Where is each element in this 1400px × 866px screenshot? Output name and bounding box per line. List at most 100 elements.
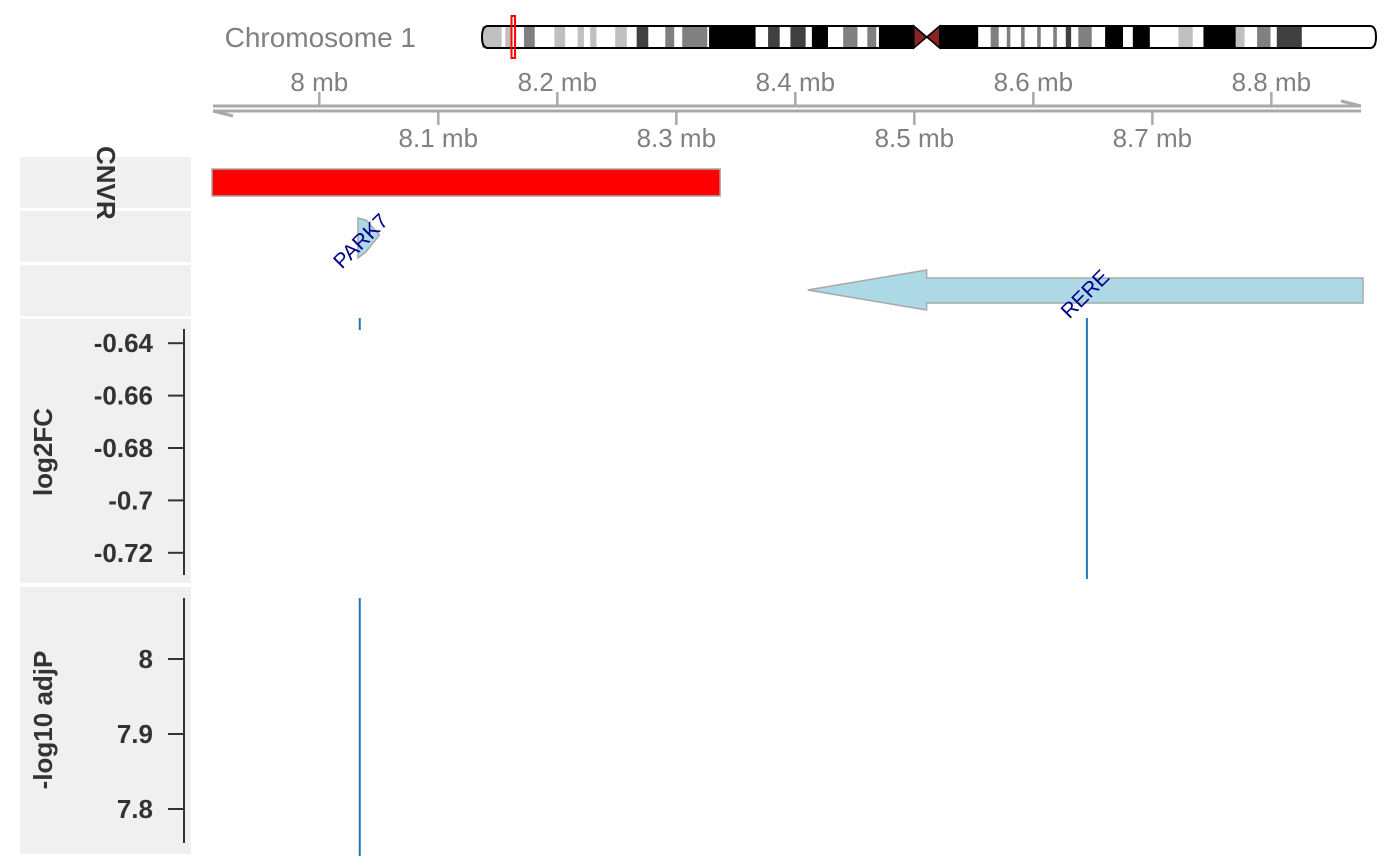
ideogram-band	[1021, 26, 1026, 48]
ideogram-band	[1192, 26, 1204, 48]
ideogram-band	[682, 26, 708, 48]
ideogram-band	[707, 26, 710, 48]
axis-tick-label-bottom: 8.1 mb	[399, 123, 479, 153]
ideogram-band	[1244, 26, 1258, 48]
y-tick-label: 7.8	[117, 794, 153, 824]
track-panel-gene-2	[20, 265, 191, 316]
ideogram-band	[1053, 26, 1058, 48]
track-panel-gene-1	[20, 211, 191, 262]
track-panel-adjp	[20, 587, 191, 854]
ideogram-band	[867, 26, 877, 48]
y-tick-label: -0.7	[108, 485, 153, 515]
ideogram-band	[596, 26, 616, 48]
log2fc-y-ticks: -0.64-0.66-0.68-0.7-0.72	[94, 328, 184, 568]
ideogram-band	[790, 26, 807, 48]
ideogram-band	[939, 26, 979, 48]
ideogram-band	[583, 26, 591, 48]
axis-tick-label-top: 8.8 mb	[1232, 67, 1312, 97]
ideogram-band	[1257, 26, 1272, 48]
ideogram-band	[524, 26, 536, 48]
axis-tick-label-bottom: 8.5 mb	[875, 123, 955, 153]
log2fc-track: -0.64-0.66-0.68-0.7-0.72	[94, 318, 1088, 579]
ideogram-band	[1010, 26, 1022, 48]
ideogram-band	[768, 26, 781, 48]
ideogram-band	[501, 26, 506, 48]
axis-arrowhead-right	[1340, 99, 1362, 108]
chromosome-ideogram: Chromosome 1	[225, 15, 1378, 59]
ideogram-band	[615, 26, 628, 48]
ideogram-q-arm-outline	[939, 25, 1378, 49]
ideogram-band	[1040, 26, 1054, 48]
ideogram-band	[1203, 26, 1237, 48]
axis-tick-label-top: 8.4 mb	[756, 67, 836, 97]
genome-axis: 8 mb 8.2 mb 8.4 mb 8.6 mb 8.8 mb 8.1 mb 8.3 mb…	[212, 67, 1362, 153]
ideogram-band	[857, 26, 868, 48]
bar-park7	[358, 318, 361, 331]
ideogram-band	[1235, 26, 1246, 48]
ideogram-band	[1178, 26, 1194, 48]
ideogram-band	[1276, 26, 1303, 48]
ideogram-band	[554, 26, 566, 48]
track-panel-cnvr	[20, 157, 191, 208]
ideogram-band	[1301, 26, 1377, 48]
ideogram-band	[1071, 26, 1079, 48]
log2fc-bars	[358, 318, 1088, 579]
ideogram-band	[1056, 26, 1067, 48]
track-title-panels: CNVR log2FC -log10 adjP	[20, 146, 191, 854]
ideogram-band	[1024, 26, 1038, 48]
y-tick-label: 7.9	[117, 719, 153, 749]
axis-tick-label-top: 8 mb	[290, 67, 348, 97]
adjp-bars	[358, 598, 361, 856]
y-tick-label: -0.72	[94, 538, 153, 568]
ideogram-band	[648, 26, 666, 48]
bar-rere	[1085, 318, 1088, 579]
ideogram-band	[811, 26, 829, 48]
ideogram-band	[843, 26, 858, 48]
y-tick-label: 8	[139, 644, 153, 674]
ideogram-bands	[480, 15, 1378, 59]
track-title-log2fc: log2FC	[28, 408, 58, 496]
adjp-y-ticks: 8 7.9 7.8	[117, 644, 184, 824]
ideogram-band	[511, 26, 525, 48]
ideogram-band	[990, 26, 1000, 48]
ideogram-band	[534, 26, 555, 48]
ideogram-band	[1270, 26, 1278, 48]
axis-tick-label-top: 8.6 mb	[994, 67, 1074, 97]
ideogram-band	[577, 26, 585, 48]
ideogram-band	[755, 26, 769, 48]
ideogram-current-region-highlight	[510, 15, 517, 59]
track-title-cnvr: CNVR	[91, 146, 121, 220]
ideogram-band	[1132, 26, 1151, 48]
ideogram-band	[590, 26, 597, 48]
ideogram-band	[1122, 26, 1134, 48]
ideogram-band	[1091, 26, 1106, 48]
axis-ticks: 8 mb 8.2 mb 8.4 mb 8.6 mb 8.8 mb 8.1 mb 8.3 mb…	[290, 67, 1311, 153]
ideogram-band	[998, 26, 1008, 48]
ideogram-band	[665, 26, 675, 48]
ideogram-band	[779, 26, 791, 48]
axis-arrowhead-left	[212, 109, 234, 118]
ideogram-band	[827, 26, 844, 48]
chromosome-title: Chromosome 1	[225, 22, 416, 53]
cnvr-track	[211, 168, 721, 197]
y-tick-label: -0.68	[94, 433, 153, 463]
ideogram-band	[1105, 26, 1124, 48]
ideogram-band	[878, 26, 915, 48]
adjp-track: 8 7.9 7.8	[117, 598, 361, 856]
axis-tick-label-bottom: 8.7 mb	[1113, 123, 1193, 153]
ideogram-p-arm-outline	[480, 25, 914, 49]
axis-tick-label-bottom: 8.3 mb	[637, 123, 717, 153]
axis-tick-label-top: 8.2 mb	[518, 67, 598, 97]
ideogram-band	[876, 26, 880, 48]
ideogram-band	[1065, 26, 1072, 48]
ideogram-band	[626, 26, 638, 48]
gene-rere-arrow	[807, 269, 1364, 311]
ideogram-band	[1037, 26, 1042, 48]
ideogram-centromere	[913, 24, 941, 50]
ideogram-band	[709, 26, 757, 48]
ideogram-band	[1006, 26, 1011, 48]
ideogram-band	[565, 26, 579, 48]
track-title-adjp: -log10 adjP	[28, 651, 58, 790]
